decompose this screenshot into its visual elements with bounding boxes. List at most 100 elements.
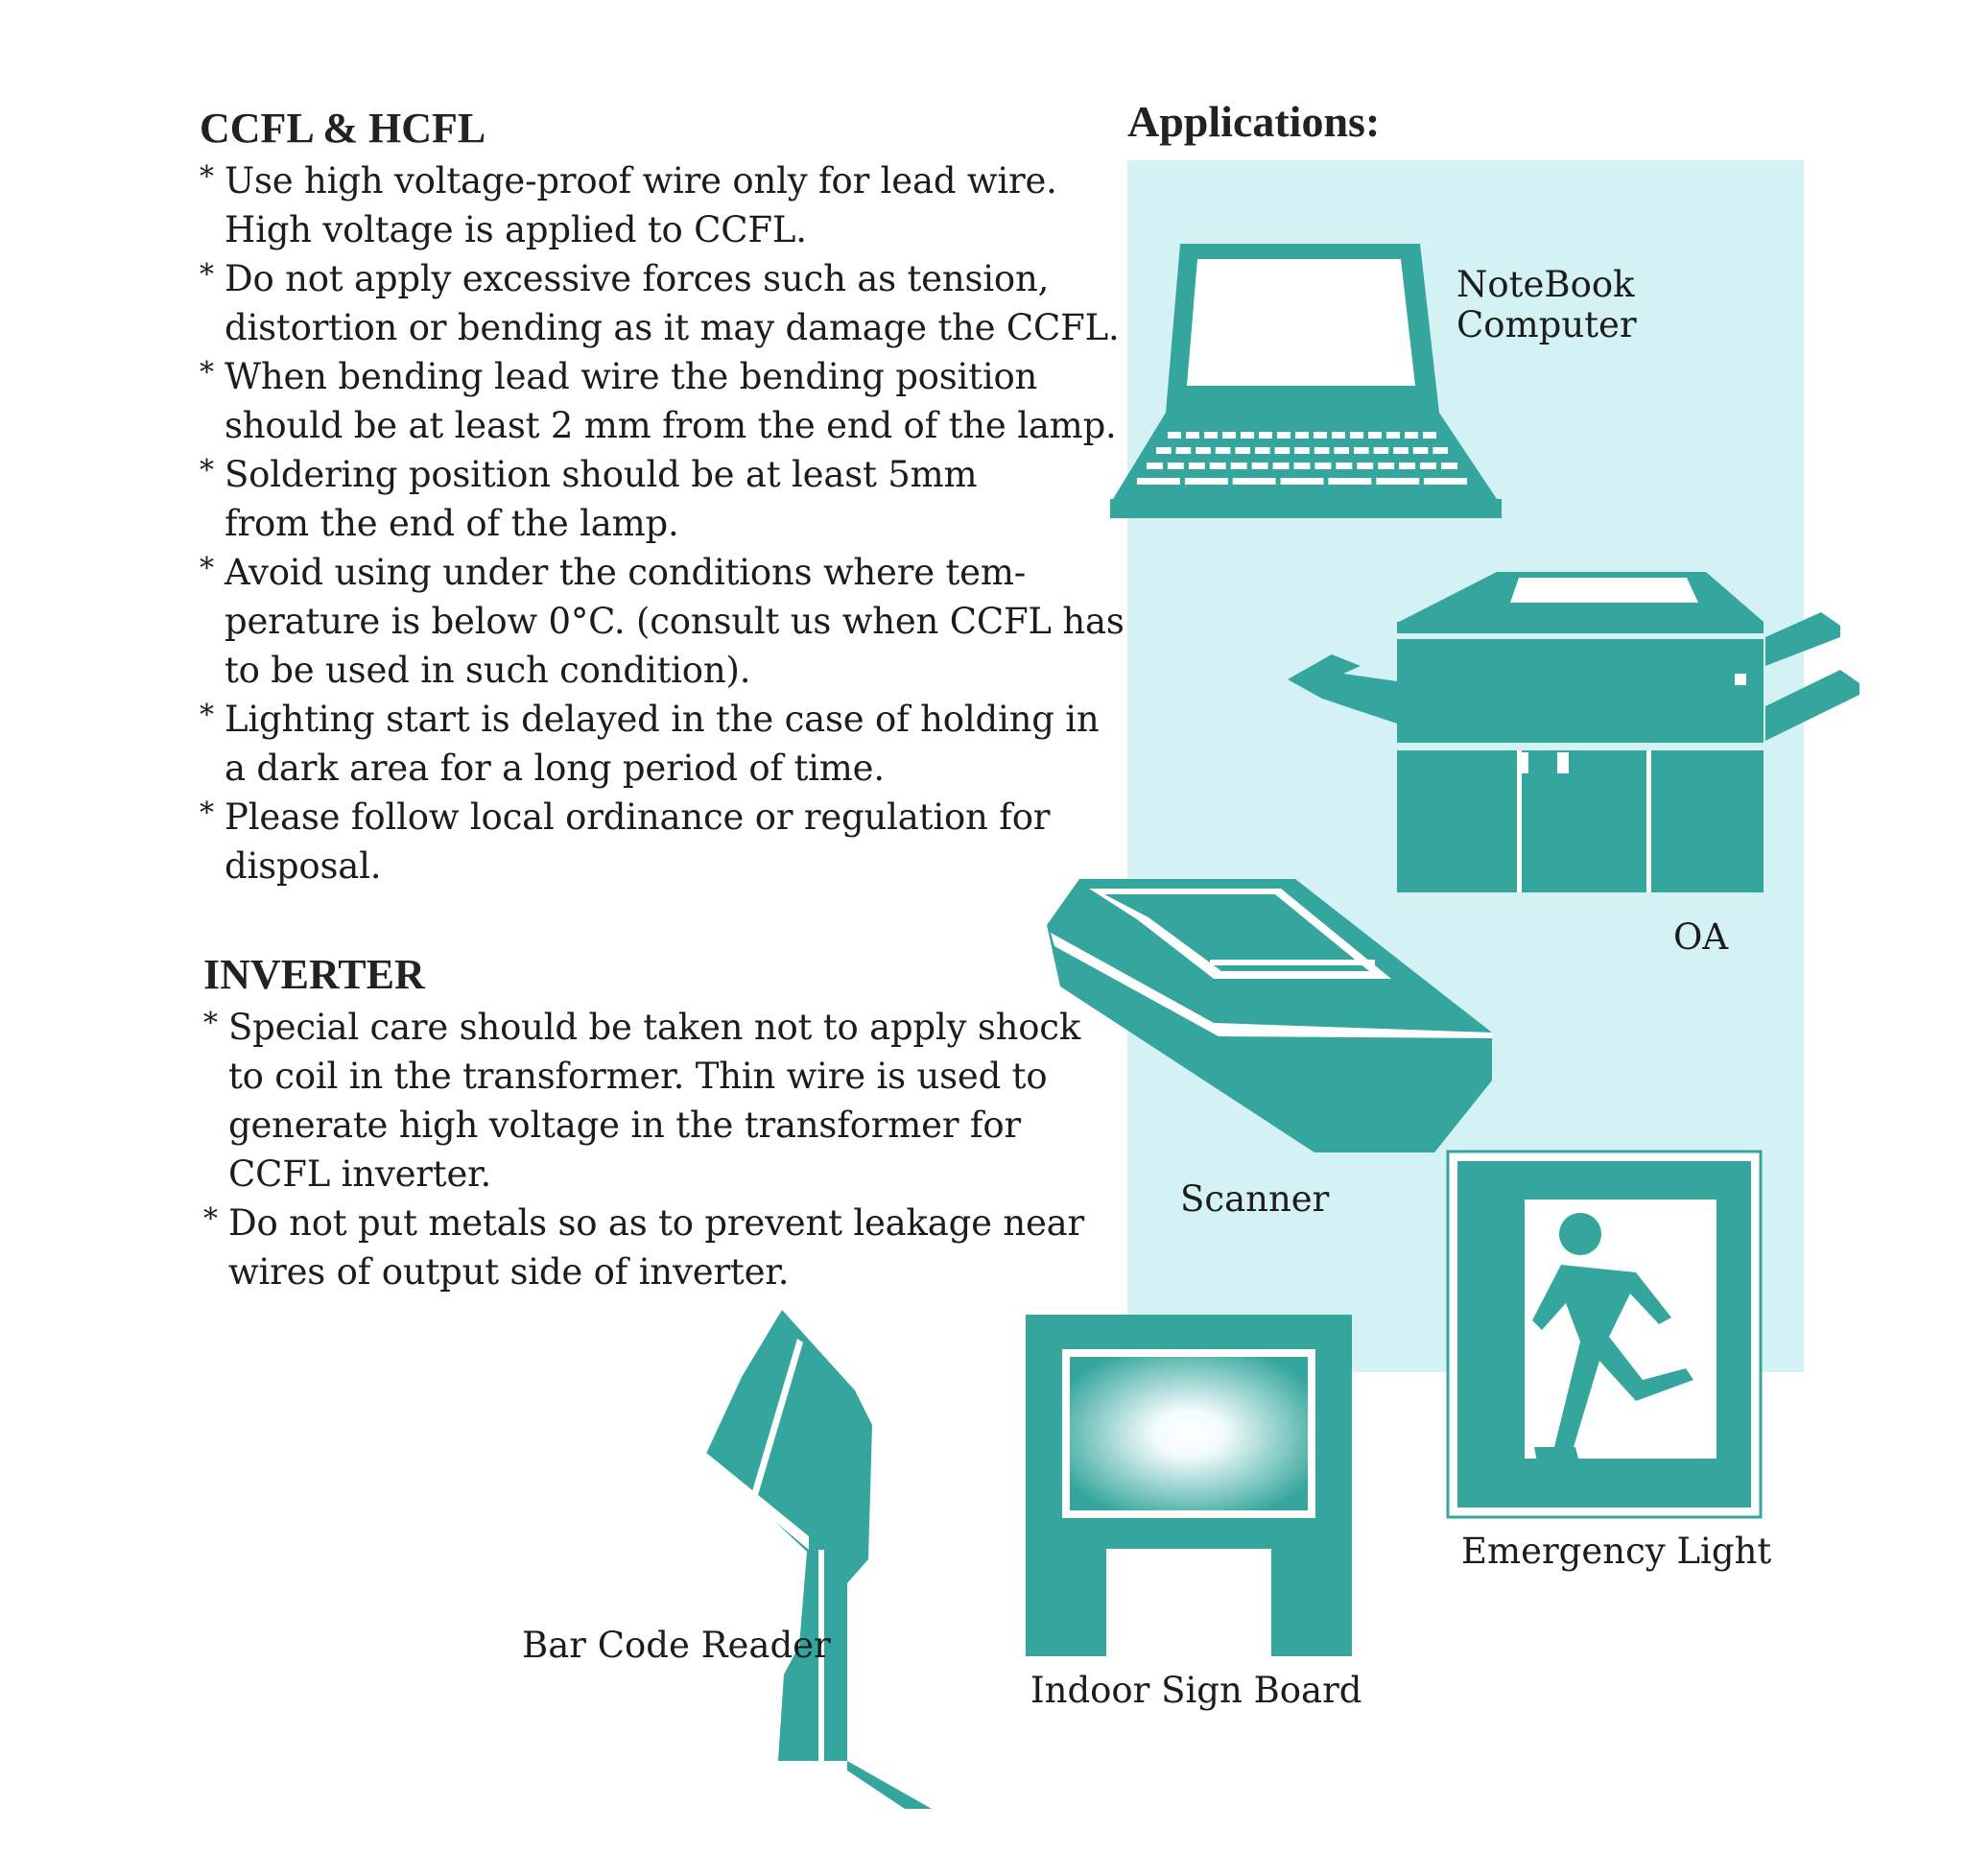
- keyboard-key: [1386, 432, 1400, 439]
- keyboard-key: [1147, 463, 1163, 469]
- keyboard-key: [1441, 463, 1457, 469]
- caption-indoor-sign-board: Indoor Sign Board: [1030, 1670, 1362, 1711]
- keyboard-key: [1328, 478, 1372, 485]
- bullet-line: to be used in such condition).: [225, 650, 751, 691]
- keyboard-key: [1412, 447, 1429, 454]
- caption-notebook-line1: NoteBook: [1456, 264, 1635, 305]
- keyboard-key: [1405, 432, 1418, 439]
- bullet-line: perature is below 0°C. (consult us when …: [225, 601, 1125, 642]
- emergency-light-icon: [1446, 1150, 1763, 1519]
- keyboard-key: [1186, 432, 1199, 439]
- keyboard-key: [1334, 447, 1349, 454]
- notebook-computer-icon: [1110, 244, 1502, 518]
- keyboard-key: [1175, 447, 1192, 454]
- bullet-line: Avoid using under the conditions where t…: [225, 552, 1027, 593]
- keyboard-key: [1259, 432, 1272, 439]
- keyboard-key: [1196, 447, 1211, 454]
- keyboard-key: [1280, 478, 1324, 485]
- keyboard-key: [1232, 478, 1276, 485]
- keyboard-key: [1215, 447, 1231, 454]
- keyboard-key: [1184, 478, 1228, 485]
- inverter-title: INVERTER: [203, 951, 425, 998]
- bullet-line: Soldering position should be at least 5m…: [225, 454, 978, 495]
- keyboard-key: [1295, 432, 1309, 439]
- keyboard-key: [1354, 447, 1369, 454]
- keyboard-key: [1272, 463, 1290, 469]
- keyboard-key: [1350, 432, 1363, 439]
- keyboard-key: [1274, 447, 1290, 454]
- office-copier-icon: [1288, 572, 1859, 892]
- keyboard-key: [1314, 432, 1327, 439]
- bullet-line: Do not put metals so as to prevent leaka…: [228, 1202, 1085, 1244]
- keyboard-key: [1357, 463, 1374, 469]
- keyboard-key: [1294, 447, 1310, 454]
- bullet-item: Avoid using under the conditions where t…: [200, 544, 1125, 695]
- keyboard-key: [1314, 447, 1330, 454]
- keyboard-key: [1376, 478, 1420, 485]
- bar-code-reader-icon: [705, 1310, 932, 1809]
- bullet-item: Soldering position should be at least 5m…: [200, 446, 1101, 548]
- keyboard-key: [1204, 432, 1218, 439]
- bullet-item: Please follow local ordinance or regulat…: [200, 789, 1101, 891]
- scanner-icon: [1047, 879, 1492, 1152]
- keyboard-key: [1314, 463, 1332, 469]
- keyboard-key: [1423, 432, 1436, 439]
- caption-bar-code-reader: Bar Code Reader: [522, 1625, 831, 1666]
- keyboard-key: [1432, 447, 1448, 454]
- keyboard-key: [1424, 478, 1467, 485]
- bullet-line: Do not apply excessive forces such as te…: [225, 258, 1050, 299]
- keyboard-key: [1420, 463, 1436, 469]
- bullet-line: High voltage is applied to CCFL.: [225, 209, 807, 250]
- bullet-item: When bending lead wire the bending posit…: [200, 348, 1117, 450]
- bullet-item: Lighting start is delayed in the case of…: [200, 691, 1101, 793]
- keyboard-key: [1336, 463, 1353, 469]
- bullet-line: Use high voltage-proof wire only for lea…: [225, 160, 1057, 202]
- caption-oa: OA: [1673, 916, 1729, 958]
- bullet-line: from the end of the lamp.: [225, 503, 679, 544]
- keyboard-key: [1368, 432, 1382, 439]
- caption-scanner: Scanner: [1180, 1178, 1330, 1220]
- keyboard-key: [1251, 463, 1268, 469]
- bullet-item: Do not put metals so as to prevent leaka…: [203, 1195, 1105, 1296]
- bullet-line: Lighting start is delayed in the case of…: [225, 699, 1100, 740]
- bullet-line: a dark area for a long period of time.: [225, 748, 885, 789]
- keyboard-key: [1241, 432, 1254, 439]
- keyboard-key: [1222, 432, 1236, 439]
- bullet-item: Special care should be taken not to appl…: [203, 999, 1105, 1199]
- keyboard-key: [1137, 478, 1180, 485]
- bullet-item: Use high voltage-proof wire only for lea…: [200, 153, 1101, 254]
- keyboard-key: [1167, 463, 1184, 469]
- keyboard-key: [1277, 432, 1290, 439]
- keyboard-key: [1332, 432, 1345, 439]
- keyboard-key: [1399, 463, 1416, 469]
- keyboard-key: [1230, 463, 1247, 469]
- bullet-line: distortion or bending as it may damage t…: [225, 307, 1120, 348]
- keyboard-key: [1168, 432, 1181, 439]
- ccfl-title: CCFL & HCFL: [200, 105, 486, 152]
- bullet-line: should be at least 2 mm from the end of …: [225, 405, 1117, 446]
- keyboard-key: [1188, 463, 1205, 469]
- keyboard-key: [1156, 447, 1172, 454]
- ccfl-bullet-list: Use high voltage-proof wire only for lea…: [200, 153, 1125, 891]
- bullet-line: Special care should be taken not to appl…: [228, 1007, 1081, 1048]
- caption-notebook: NoteBook Computer: [1456, 265, 1637, 345]
- keyboard-key: [1293, 463, 1311, 469]
- inverter-section: INVERTER Special care should be taken no…: [203, 950, 1105, 1296]
- keyboard-key: [1255, 447, 1270, 454]
- bullet-line: When bending lead wire the bending posit…: [225, 356, 1038, 397]
- bullet-line: to coil in the transformer. Thin wire is…: [228, 1056, 1048, 1097]
- inverter-bullet-list: Special care should be taken not to appl…: [203, 999, 1105, 1296]
- keyboard-key: [1209, 463, 1226, 469]
- keyboard-key: [1235, 447, 1250, 454]
- ccfl-section: CCFL & HCFL Use high voltage-proof wire …: [200, 104, 1125, 891]
- bullet-line: generate high voltage in the transformer…: [228, 1104, 1021, 1146]
- bullet-line: disposal.: [225, 845, 382, 887]
- bullet-line: CCFL inverter.: [228, 1153, 492, 1195]
- keyboard-key: [1373, 447, 1389, 454]
- bullet-line: wires of output side of inverter.: [228, 1251, 790, 1293]
- keyboard-key: [1393, 447, 1409, 454]
- keyboard-key: [1378, 463, 1395, 469]
- bullet-item: Do not apply excessive forces such as te…: [200, 250, 1120, 352]
- caption-notebook-line2: Computer: [1456, 304, 1637, 345]
- caption-emergency-light: Emergency Light: [1461, 1531, 1772, 1572]
